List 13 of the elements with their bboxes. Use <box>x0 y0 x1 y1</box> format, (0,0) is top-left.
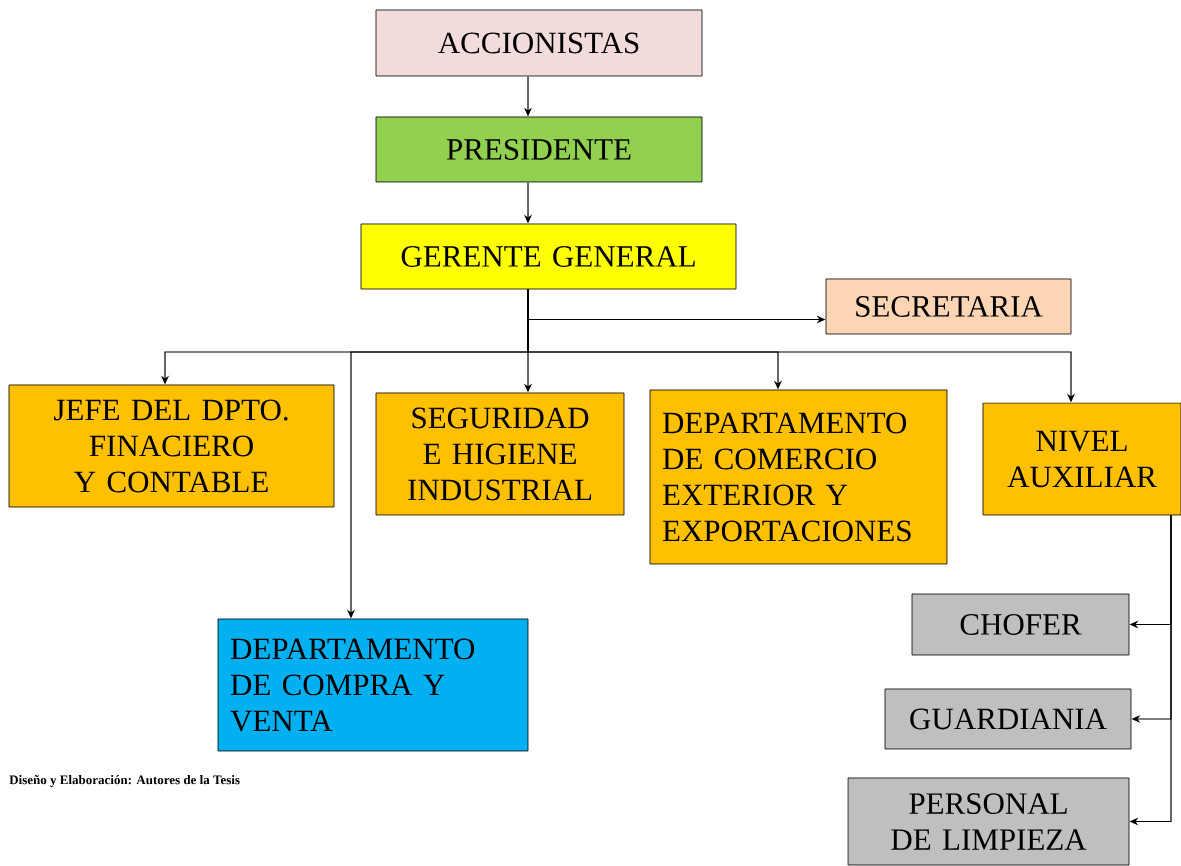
org-box: DEPARTAMENTO DE COMPRA Y VENTA <box>217 618 529 752</box>
org-box: JEFE DEL DPTO. FINACIERO Y CONTABLE <box>8 384 335 508</box>
org-box: PRESIDENTE <box>375 116 703 183</box>
org-box: SEGURIDAD E HIGIENE INDUSTRIAL <box>375 392 625 516</box>
org-box: SECRETARIA <box>825 278 1072 335</box>
caption-note: Diseño y Elaboración: Autores de la Tesis <box>9 775 240 787</box>
org-box: ACCIONISTAS <box>375 9 703 77</box>
org-box: GUARDIANIA <box>884 688 1132 750</box>
org-box: DEPARTAMENTO DE COMERCIO EXTERIOR Y EXPORTACIONES <box>649 389 948 565</box>
org-box: NIVEL AUXILIAR <box>982 402 1181 516</box>
org-box: PERSONAL DE LIMPIEZA <box>847 777 1130 866</box>
org-box: GERENTE GENERAL <box>360 223 737 290</box>
org-box: CHOFER <box>911 593 1130 656</box>
